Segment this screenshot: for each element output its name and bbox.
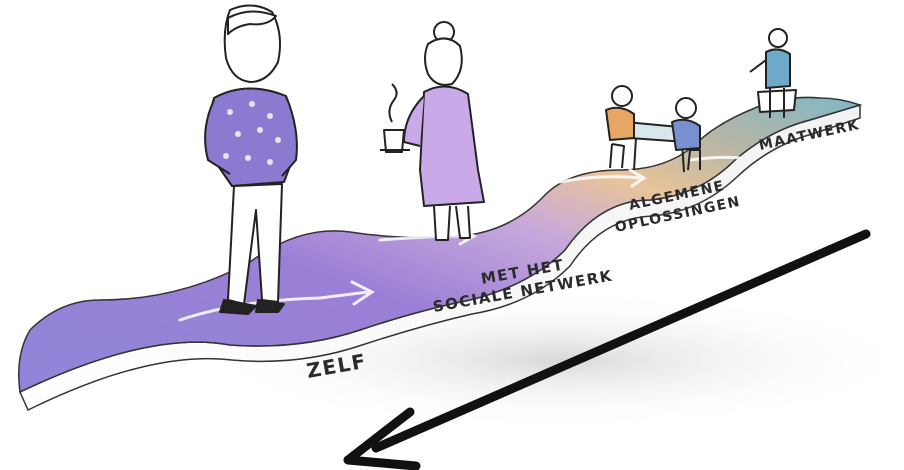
chalk-arrows — [178, 155, 742, 322]
standing-man-icon — [204, 4, 298, 315]
two-people-at-table-icon — [605, 85, 701, 173]
person-at-counter-icon — [749, 28, 797, 118]
woman-with-coffee-icon — [380, 21, 485, 241]
downward-arrow-icon — [343, 229, 871, 470]
